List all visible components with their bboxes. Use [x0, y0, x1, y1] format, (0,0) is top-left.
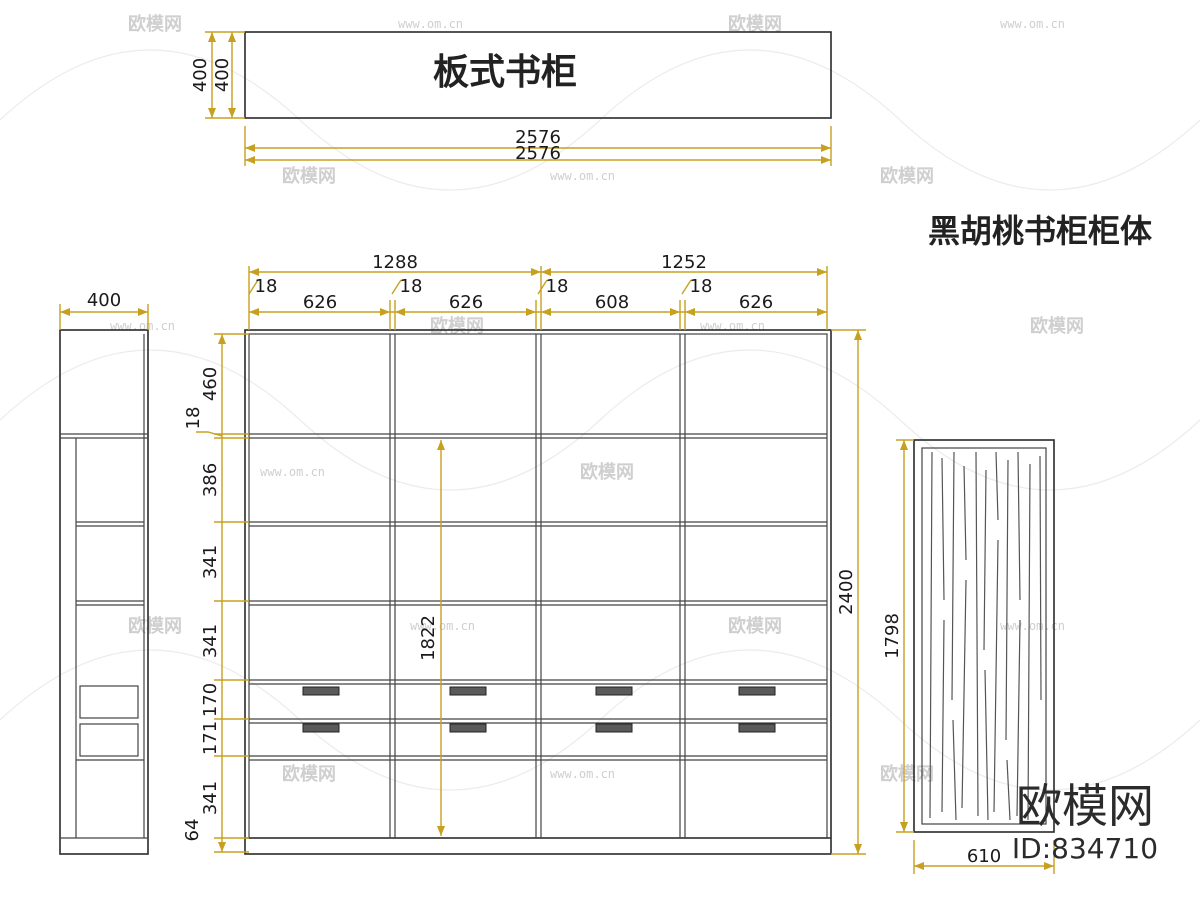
watermark-url: www.om.cn	[1000, 17, 1065, 31]
drawer-handle	[595, 686, 633, 696]
watermark-pattern: 欧模网 www.om.cn 欧模网 www.om.cn 欧模网 www.om.c…	[0, 13, 1200, 791]
watermark-brand: 欧模网	[430, 315, 484, 337]
watermark-brand: 欧模网	[580, 461, 634, 483]
shelf-height-label: 386	[200, 463, 221, 497]
plan-depth-label: 400	[212, 58, 233, 92]
thickness-label: 18	[400, 276, 423, 297]
drawer-handle	[449, 686, 487, 696]
drawer-handle	[738, 723, 776, 733]
cabinet-inner-outline	[248, 333, 828, 839]
watermark-brand: 欧模网	[128, 615, 182, 637]
plan-view: 板式书柜 400 400 2576 2576	[190, 31, 832, 166]
inner-height-label: 1822	[418, 615, 439, 661]
cabinet-title: 黑胡桃书柜柜体	[928, 212, 1152, 250]
door-outline	[913, 439, 1055, 833]
watermark-url: www.om.cn	[398, 17, 463, 31]
door-view: 1798 610	[882, 439, 1055, 874]
plan-title: 板式书柜	[433, 51, 577, 93]
shelf-height-label: 170	[200, 683, 221, 717]
total-height-label: 2400	[836, 569, 857, 615]
plan-width-label: 2576	[515, 143, 561, 164]
shelf-height-label: 171	[200, 721, 221, 755]
plan-width-label: 2576	[515, 127, 561, 148]
side-view: 400	[59, 290, 149, 855]
drawer-handle	[302, 723, 340, 733]
watermark-brand: 欧模网	[880, 763, 934, 785]
watermark-brand: 欧模网	[282, 165, 336, 187]
thickness-label: 18	[255, 276, 278, 297]
drawer-handle	[449, 723, 487, 733]
watermark-brand: 欧模网	[282, 763, 336, 785]
thickness-label: 18	[546, 276, 569, 297]
shelf-height-label: 460	[200, 367, 221, 401]
watermark-url: www.om.cn	[1000, 619, 1065, 633]
door-height-label: 1798	[882, 613, 903, 659]
watermark-url: www.om.cn	[700, 319, 765, 333]
shelf-height-label: 341	[200, 545, 221, 579]
brand-name: 欧模网	[1016, 779, 1154, 833]
watermark-brand: 欧模网	[128, 13, 182, 35]
watermark-brand: 欧模网	[1030, 315, 1084, 337]
cabinet-outline	[244, 329, 832, 855]
section-width-label: 1252	[661, 252, 707, 273]
watermark-url: www.om.cn	[410, 619, 475, 633]
door-width-label: 610	[967, 846, 1001, 867]
shelf-height-label: 341	[200, 624, 221, 658]
thickness-label: 18	[690, 276, 713, 297]
side-outline	[59, 329, 149, 855]
shelf-height-label: 64	[182, 819, 203, 842]
drawer-handle	[738, 686, 776, 696]
watermark-brand: 欧模网	[728, 615, 782, 637]
model-id: ID:834710	[1012, 832, 1158, 865]
drawer-handle	[595, 723, 633, 733]
front-view: 1288 1252 626 626 608 626 18 18 18 18	[182, 252, 866, 855]
side-depth-label: 400	[87, 290, 121, 311]
plan-depth-label: 400	[190, 58, 211, 92]
bay-width-label: 608	[595, 292, 629, 313]
watermark-url: www.om.cn	[110, 319, 175, 333]
section-width-label: 1288	[372, 252, 418, 273]
plan-outline	[244, 31, 832, 119]
watermark-brand: 欧模网	[880, 165, 934, 187]
shelf-height-label: 18	[183, 407, 204, 430]
shelf-height-label: 341	[200, 781, 221, 815]
drawer-handle	[302, 686, 340, 696]
bay-width-label: 626	[739, 292, 773, 313]
bay-width-label: 626	[449, 292, 483, 313]
watermark-brand: 欧模网	[728, 13, 782, 35]
wood-grain	[929, 451, 1042, 821]
watermark-url: www.om.cn	[550, 169, 615, 183]
bay-width-label: 626	[303, 292, 337, 313]
watermark-url: www.om.cn	[550, 767, 615, 781]
watermark-url: www.om.cn	[260, 465, 325, 479]
